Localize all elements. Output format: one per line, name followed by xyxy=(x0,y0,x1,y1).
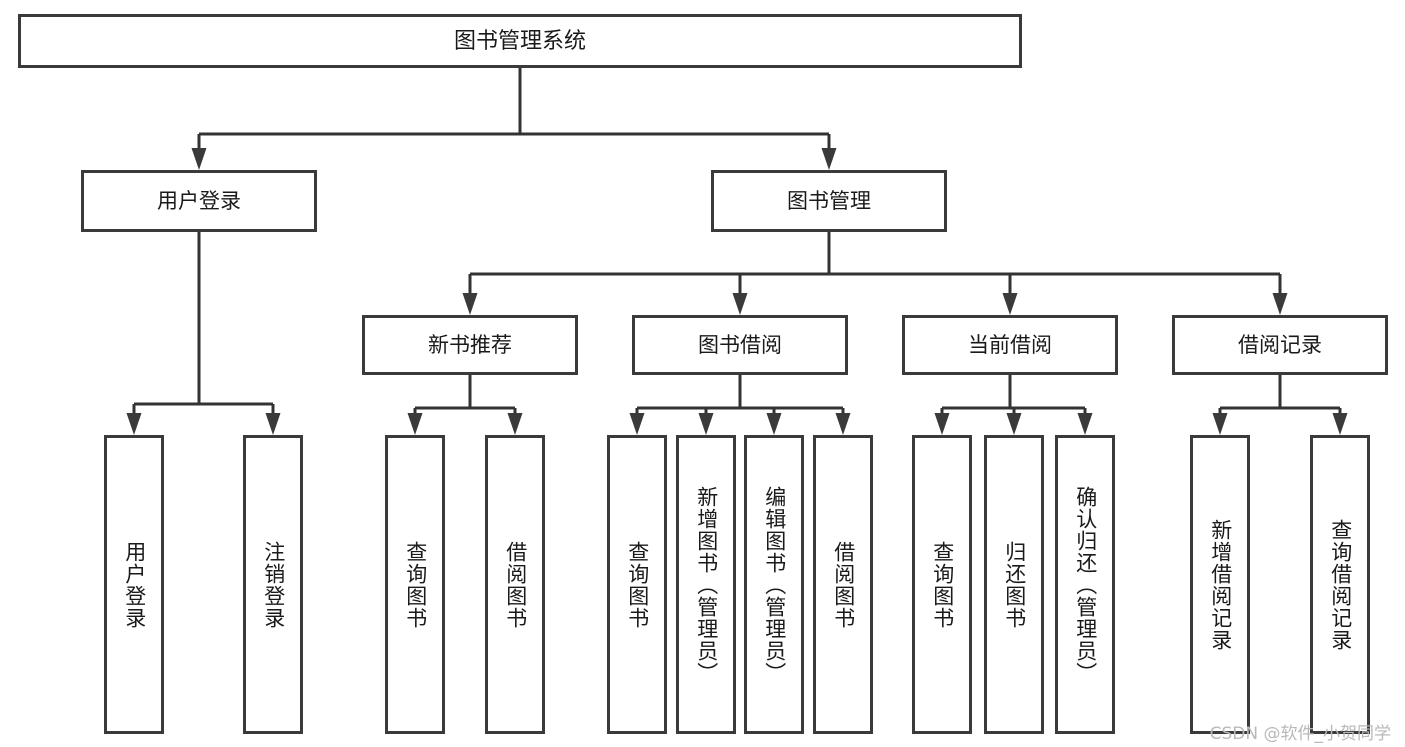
csdn-watermark: CSDN @软件_小贺同学 xyxy=(1209,724,1391,744)
connector-group-new-book-rec xyxy=(407,375,523,435)
arrow-head-icon xyxy=(1006,413,1022,435)
node-box-leaf-query-book-1[interactable] xyxy=(385,435,445,734)
node-box-leaf-borrow-book-2[interactable] xyxy=(813,435,873,734)
node-label-current-borrow: 当前借阅 xyxy=(968,333,1052,357)
arrow-head-icon xyxy=(1272,293,1288,315)
arrow-head-icon xyxy=(462,293,478,315)
arrow-head-icon xyxy=(1077,413,1093,435)
connector-group-current-borrow xyxy=(934,375,1093,435)
arrow-head-icon xyxy=(126,413,142,435)
node-label-book-borrow: 图书借阅 xyxy=(698,333,782,357)
arrow-head-icon xyxy=(507,413,523,435)
arrow-head-icon xyxy=(1332,413,1348,435)
node-box-leaf-borrow-book-1[interactable] xyxy=(485,435,545,734)
arrow-head-icon xyxy=(732,293,748,315)
node-box-leaf-edit-book[interactable] xyxy=(744,435,804,734)
connector-group-book-manage xyxy=(462,232,1288,315)
node-box-leaf-user-logout[interactable] xyxy=(243,435,303,734)
node-label-borrow-record: 借阅记录 xyxy=(1238,333,1322,357)
node-label-new-book-rec: 新书推荐 xyxy=(428,333,512,357)
node-label-user-login: 用户登录 xyxy=(157,189,241,213)
node-box-leaf-add-book[interactable] xyxy=(676,435,736,734)
node-box-leaf-return-book[interactable] xyxy=(984,435,1044,734)
arrow-head-icon xyxy=(1212,413,1228,435)
arrow-head-icon xyxy=(835,413,851,435)
node-box-root[interactable]: 图书管理系统 xyxy=(18,14,1022,68)
node-box-leaf-query-book-3[interactable] xyxy=(912,435,972,734)
node-box-new-book-rec[interactable]: 新书推荐 xyxy=(362,315,578,375)
connectors-layer xyxy=(126,68,1348,435)
arrow-head-icon xyxy=(934,413,950,435)
node-box-borrow-record[interactable]: 借阅记录 xyxy=(1172,315,1388,375)
arrow-head-icon xyxy=(407,413,423,435)
node-box-book-manage[interactable]: 图书管理 xyxy=(711,170,947,232)
node-box-leaf-query-record[interactable] xyxy=(1310,435,1370,734)
connector-group-borrow-record xyxy=(1212,375,1348,435)
node-box-leaf-add-record[interactable] xyxy=(1190,435,1250,734)
connector-group-user-login xyxy=(126,232,281,435)
node-box-book-borrow[interactable]: 图书借阅 xyxy=(632,315,848,375)
arrow-head-icon xyxy=(191,148,207,170)
arrow-head-icon xyxy=(766,413,782,435)
arrow-head-icon xyxy=(629,413,645,435)
arrow-head-icon xyxy=(821,148,837,170)
node-box-current-borrow[interactable]: 当前借阅 xyxy=(902,315,1118,375)
node-box-user-login[interactable]: 用户登录 xyxy=(81,170,317,232)
arrow-head-icon xyxy=(698,413,714,435)
connector-group-book-borrow xyxy=(629,375,851,435)
connector-group-root xyxy=(191,68,837,170)
arrow-head-icon xyxy=(1002,293,1018,315)
node-box-leaf-query-book-2[interactable] xyxy=(607,435,667,734)
node-label-root: 图书管理系统 xyxy=(454,29,586,54)
arrow-head-icon xyxy=(265,413,281,435)
node-box-leaf-user-login[interactable] xyxy=(104,435,164,734)
node-box-leaf-confirm-return[interactable] xyxy=(1055,435,1115,734)
node-label-book-manage: 图书管理 xyxy=(787,189,871,213)
